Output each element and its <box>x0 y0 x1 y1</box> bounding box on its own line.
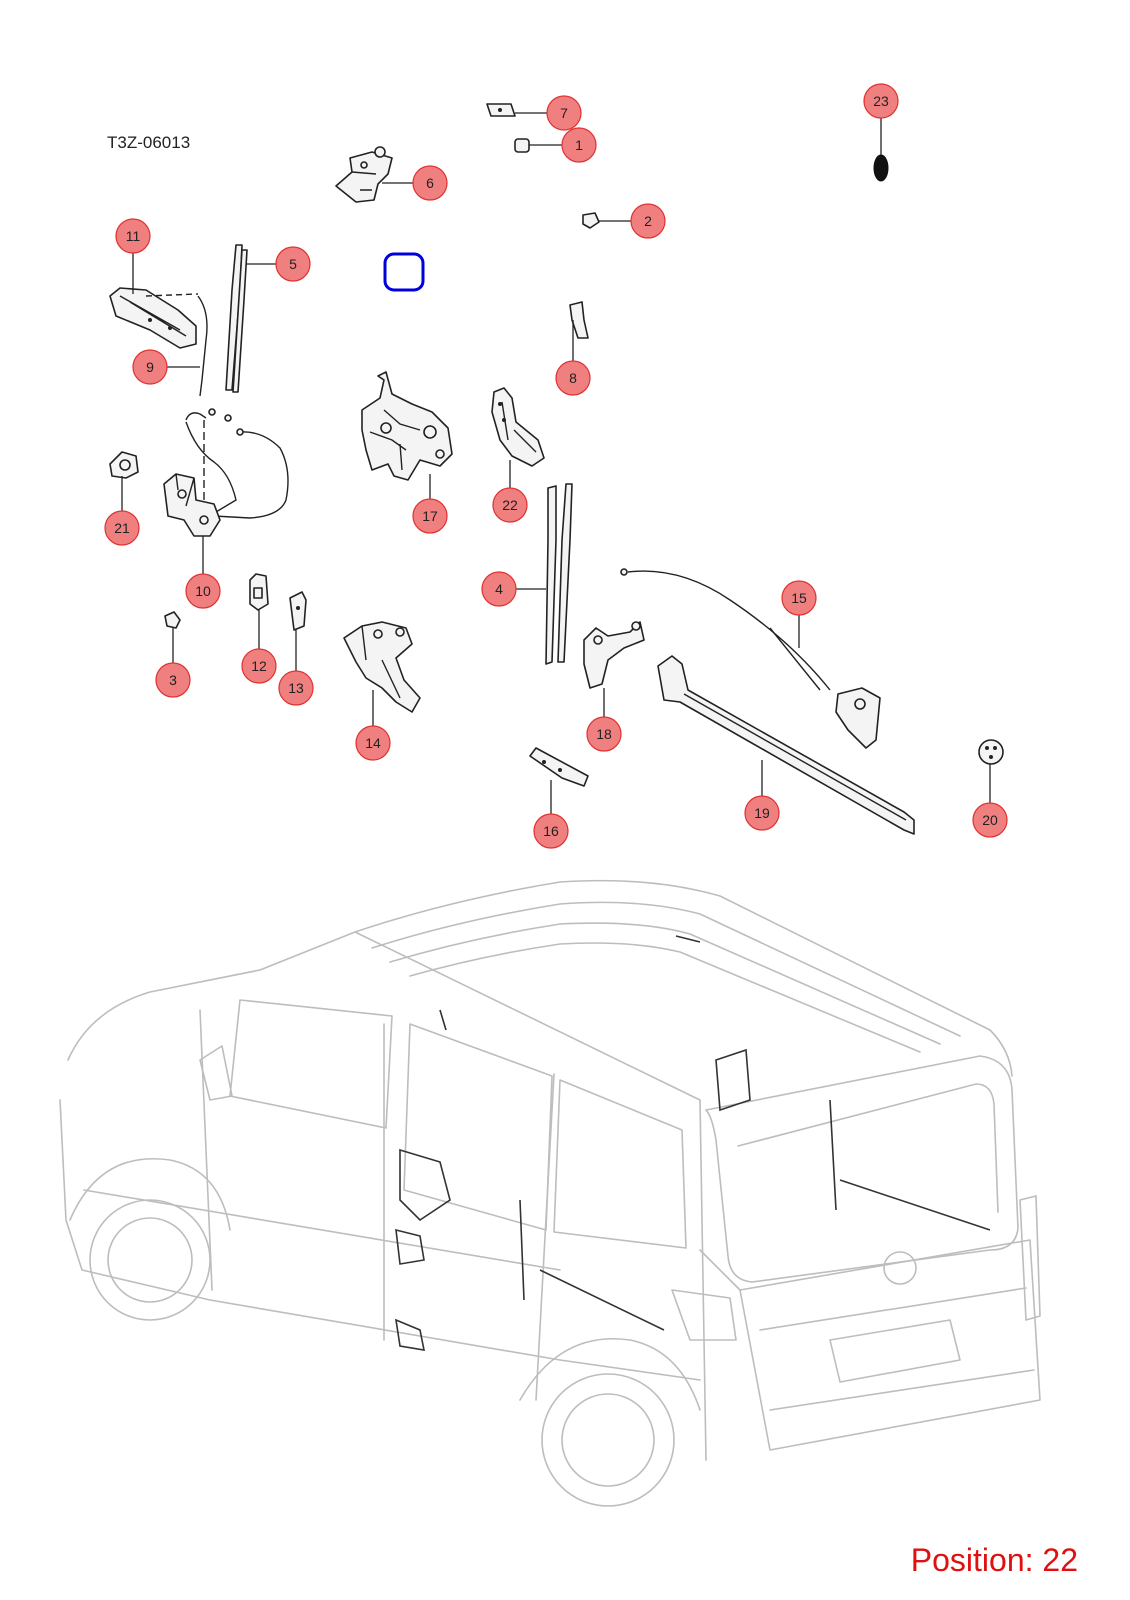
svg-text:2: 2 <box>644 213 652 229</box>
part-10-latch[interactable] <box>163 473 221 537</box>
svg-text:23: 23 <box>873 93 889 109</box>
svg-text:4: 4 <box>495 581 503 597</box>
svg-text:9: 9 <box>146 359 154 375</box>
part-14-hinge[interactable] <box>343 621 421 713</box>
part-19-rail[interactable] <box>657 655 915 835</box>
callout-18[interactable]: 18 <box>586 716 622 752</box>
svg-text:1: 1 <box>575 137 583 153</box>
position-label: Position: 22 <box>911 1542 1078 1578</box>
callout-21[interactable]: 21 <box>104 510 140 546</box>
callout-9[interactable]: 9 <box>132 349 168 385</box>
parts-group <box>109 103 1004 835</box>
svg-text:8: 8 <box>569 370 577 386</box>
svg-text:17: 17 <box>422 508 438 524</box>
svg-text:10: 10 <box>195 583 211 599</box>
part-1-bushing[interactable] <box>514 138 530 153</box>
svg-text:20: 20 <box>982 812 998 828</box>
part-17-latch-assembly[interactable] <box>361 371 453 481</box>
callouts: 1 2 3 4 5 6 7 8 9 10 11 12 13 14 15 16 1… <box>104 83 1008 849</box>
callout-16[interactable]: 16 <box>533 813 569 849</box>
svg-text:18: 18 <box>596 726 612 742</box>
part-15-cable-latch[interactable] <box>620 568 881 749</box>
svg-text:12: 12 <box>251 658 267 674</box>
part-2-bushing[interactable] <box>582 212 600 229</box>
part-3-bushing[interactable] <box>164 611 181 629</box>
svg-text:22: 22 <box>502 497 518 513</box>
callout-23[interactable]: 23 <box>863 83 899 119</box>
callout-15[interactable]: 15 <box>781 580 817 616</box>
svg-text:15: 15 <box>791 590 807 606</box>
svg-text:21: 21 <box>114 520 130 536</box>
svg-text:11: 11 <box>126 228 141 244</box>
leader-lines <box>121 112 991 815</box>
part-5-window-channel[interactable] <box>225 244 248 393</box>
part-cable-assembly[interactable] <box>185 408 289 519</box>
callout-10[interactable]: 10 <box>185 573 221 609</box>
callout-20[interactable]: 20 <box>972 802 1008 838</box>
callout-7[interactable]: 7 <box>546 95 582 131</box>
callout-6[interactable]: 6 <box>412 165 448 201</box>
diagram-code: T3Z-06013 <box>107 133 190 152</box>
callout-17[interactable]: 17 <box>412 498 448 534</box>
callout-4[interactable]: 4 <box>481 571 517 607</box>
svg-text:5: 5 <box>289 256 297 272</box>
callout-3[interactable]: 3 <box>155 662 191 698</box>
svg-text:7: 7 <box>560 105 568 121</box>
callout-11[interactable]: 11 <box>115 218 151 254</box>
part-12-striker-plate[interactable] <box>249 573 269 611</box>
part-22-bracket[interactable] <box>491 387 545 467</box>
callout-2[interactable]: 2 <box>630 203 666 239</box>
svg-text:19: 19 <box>754 805 770 821</box>
part-9-rod[interactable] <box>197 295 208 397</box>
callout-1[interactable]: 1 <box>561 127 597 163</box>
callout-19[interactable]: 19 <box>744 795 780 831</box>
part-13-plate[interactable] <box>289 591 307 631</box>
part-6-hinge[interactable] <box>335 146 393 203</box>
svg-text:6: 6 <box>426 175 434 191</box>
part-11-outer-handle[interactable] <box>109 287 199 349</box>
callout-14[interactable]: 14 <box>355 725 391 761</box>
callout-12[interactable]: 12 <box>241 648 277 684</box>
callout-13[interactable]: 13 <box>278 670 314 706</box>
part-7-bracket[interactable] <box>486 103 516 117</box>
svg-text:3: 3 <box>169 672 177 688</box>
callout-5[interactable]: 5 <box>275 246 311 282</box>
part-4-window-channel[interactable] <box>545 483 573 665</box>
part-8-handle-cover[interactable] <box>569 301 589 339</box>
callout-22[interactable]: 22 <box>492 487 528 523</box>
part-21-striker[interactable] <box>109 451 139 479</box>
selection-ring <box>383 252 425 292</box>
part-16-plate[interactable] <box>529 747 589 787</box>
svg-text:16: 16 <box>543 823 559 839</box>
van-outline <box>59 879 1041 1507</box>
part-20-cap[interactable] <box>978 739 1004 765</box>
svg-text:13: 13 <box>288 680 304 696</box>
part-18-hinge[interactable] <box>583 621 645 689</box>
part-23-plug[interactable] <box>873 154 889 182</box>
callout-8[interactable]: 8 <box>555 360 591 396</box>
svg-text:14: 14 <box>365 735 381 751</box>
